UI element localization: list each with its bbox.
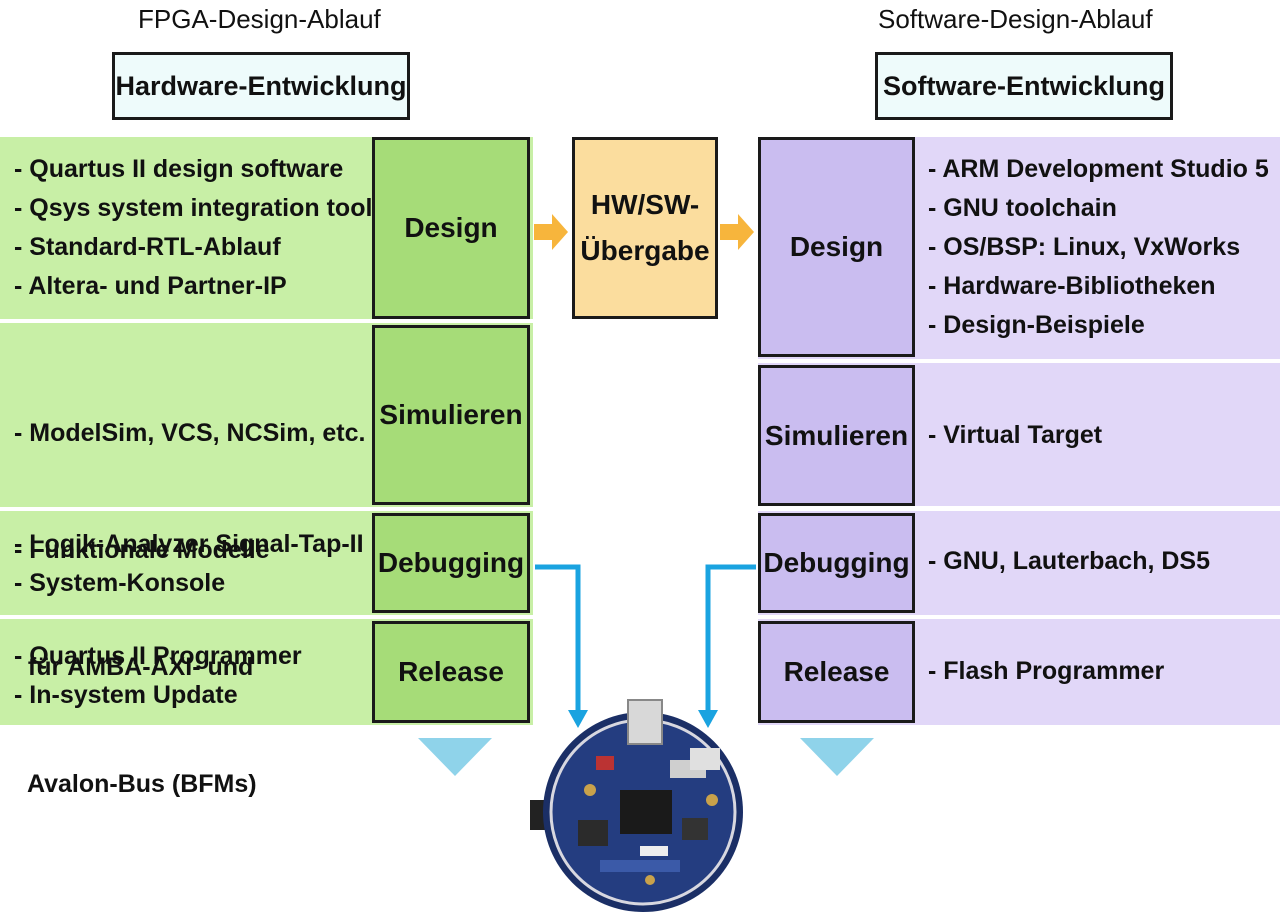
list-item: - In-system Update [14, 681, 238, 709]
list-item: - Quartus II Programmer [14, 642, 302, 670]
list-item: für AMBA-AXI- und [14, 653, 254, 681]
list-item: - GNU, Lauterbach, DS5 [928, 547, 1210, 575]
list-item: - Altera- und Partner-IP [14, 272, 287, 300]
right-design-list: - ARM Development Studio 5 - GNU toolcha… [928, 150, 1269, 345]
left-flow-title: FPGA-Design-Ablauf [138, 4, 381, 34]
hw-sw-handoff-box: HW/SW- Übergabe [572, 137, 718, 319]
right-stage-debugging: Debugging [758, 513, 915, 613]
blue-connector-arrow-icon [705, 564, 756, 712]
blue-connector-arrow-icon [535, 564, 581, 712]
down-triangle-icon [800, 738, 874, 776]
list-item: - Qsys system integration tool [14, 194, 373, 222]
left-stage-debugging: Debugging [372, 513, 530, 613]
orange-arrow-icon [534, 214, 568, 250]
list-item: - Funktionale Modelle [14, 536, 270, 564]
right-stage-design: Design [758, 137, 915, 357]
list-item: - Design-Beispiele [928, 311, 1145, 339]
list-item: - Flash Programmer [928, 657, 1165, 685]
right-stage-simulate: Simulieren [758, 365, 915, 506]
list-item: - System-Konsole [14, 569, 226, 597]
left-release-list: - Quartus II Programmer - In-system Upda… [14, 637, 302, 715]
list-item: - ModelSim, VCS, NCSim, etc. [14, 419, 366, 447]
left-design-list: - Quartus II design software - Qsys syst… [14, 150, 372, 306]
list-item: - GNU toolchain [928, 194, 1117, 222]
hardware-development-header: Hardware-Entwicklung [112, 52, 410, 120]
left-debugging-list: - Logik-Analyzer Signal-Tap-II - System-… [14, 525, 364, 603]
left-stage-simulate: Simulieren [372, 325, 530, 505]
list-item: - Logik-Analyzer Signal-Tap-II [14, 530, 364, 558]
blue-arrowhead-icon [568, 710, 588, 728]
circuit-board-image [530, 699, 743, 912]
list-item: Avalon-Bus (BFMs) [14, 770, 257, 798]
handoff-line-2: Übergabe [580, 235, 710, 266]
blue-arrowhead-icon [698, 710, 718, 728]
list-item: - Hardware-Bibliotheken [928, 272, 1216, 300]
list-item: - Virtual Target [928, 421, 1103, 449]
right-release-list: - Flash Programmer [928, 652, 1164, 691]
right-stage-release: Release [758, 621, 915, 723]
list-item: - Standard-RTL-Ablauf [14, 233, 281, 261]
left-stage-design: Design [372, 137, 530, 319]
handoff-line-1: HW/SW- [590, 189, 700, 220]
right-flow-title: Software-Design-Ablauf [878, 4, 1153, 34]
down-triangle-icon [418, 738, 492, 776]
list-item: - OS/BSP: Linux, VxWorks [928, 233, 1241, 261]
left-stage-release: Release [372, 621, 530, 723]
list-item: - ARM Development Studio 5 [928, 155, 1269, 183]
orange-arrow-icon [720, 214, 754, 250]
right-simulate-list: - Virtual Target [928, 416, 1102, 455]
software-development-header: Software-Entwicklung [875, 52, 1173, 120]
list-item: - Quartus II design software [14, 155, 344, 183]
left-simulate-list: - ModelSim, VCS, NCSim, etc. - Funktiona… [14, 336, 365, 843]
right-debugging-list: - GNU, Lauterbach, DS5 [928, 542, 1210, 581]
